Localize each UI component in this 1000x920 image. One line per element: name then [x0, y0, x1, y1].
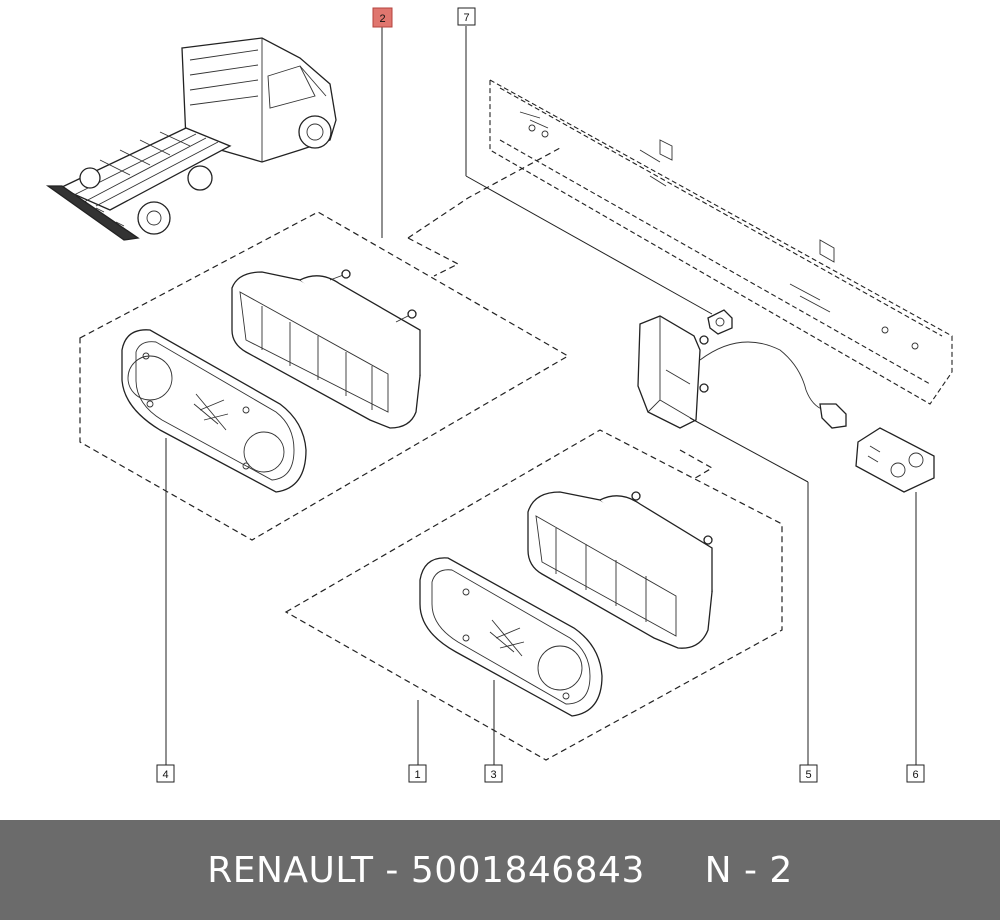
upper-group-outline [79, 211, 570, 541]
callout-4[interactable]: 4 [156, 764, 175, 783]
part-number-text: RENAULT - 5001846843 N - 2 [207, 849, 793, 891]
mounting-bolt [707, 309, 733, 335]
callout-5[interactable]: 5 [799, 764, 818, 783]
callout-3-label: 3 [490, 769, 496, 781]
callout-6-label: 6 [912, 769, 918, 781]
part-number-footer: RENAULT - 5001846843 N - 2 [0, 820, 1000, 920]
callout-1[interactable]: 1 [408, 764, 427, 783]
callout-5-label: 5 [805, 769, 811, 781]
frame-rail [489, 79, 953, 405]
lower-lamp-housing [527, 491, 713, 649]
callout-3[interactable]: 3 [484, 764, 503, 783]
lower-lamp-lens [419, 557, 603, 717]
exploded-view-drawing: 2 7 4 1 3 5 6 [45, 7, 953, 783]
upper-group-connector [407, 147, 561, 277]
upper-lamp-housing [231, 269, 421, 429]
callout-2[interactable]: 2 [372, 7, 393, 28]
callout-4-label: 4 [162, 769, 168, 781]
lower-group-connector [679, 449, 714, 481]
vehicle-illustration [45, 37, 337, 241]
license-plate-lamp [637, 315, 847, 429]
upper-lamp-lens [121, 329, 307, 493]
callout-6[interactable]: 6 [906, 764, 925, 783]
callout-2-label: 2 [379, 13, 385, 25]
wire-connector [855, 427, 935, 493]
callout-7-label: 7 [463, 12, 469, 24]
callout-7[interactable]: 7 [457, 7, 476, 26]
callout-1-label: 1 [414, 769, 420, 781]
lower-group-outline [284, 429, 783, 761]
